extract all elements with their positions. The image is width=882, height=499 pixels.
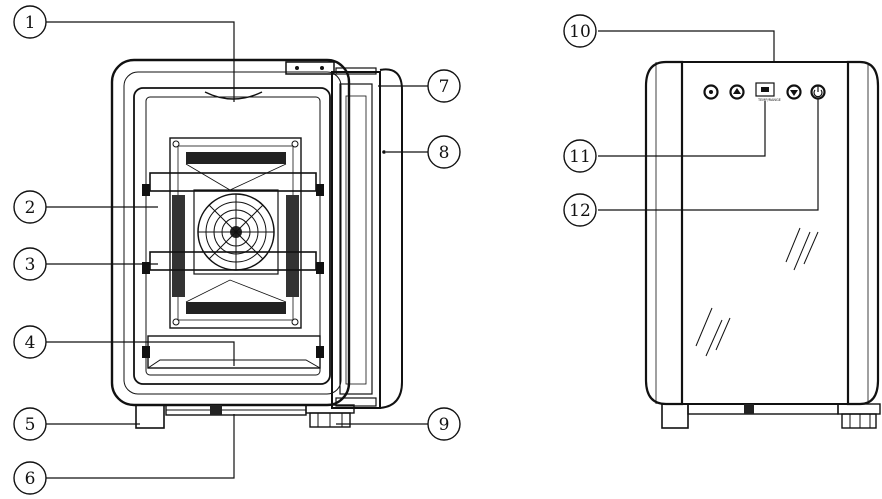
display-caption: TEMP/RANGE	[757, 98, 781, 102]
callout-11: 11	[563, 139, 597, 173]
temp-down-button	[786, 84, 802, 100]
top-hinge	[285, 61, 335, 75]
interior-light	[204, 91, 263, 100]
front-foot-left	[135, 404, 165, 429]
shelf-upper	[149, 172, 317, 192]
callout-label-8: 8	[439, 143, 450, 163]
base-plate-right	[687, 403, 839, 415]
callout-lines	[46, 21, 819, 479]
callout-1: 1	[13, 5, 47, 39]
callout-2: 2	[13, 190, 47, 224]
callout-label-12: 12	[569, 201, 591, 221]
callout-label-9: 9	[439, 415, 450, 435]
callout-6: 6	[13, 461, 47, 495]
callout-label-6: 6	[25, 469, 36, 489]
callout-label-10: 10	[569, 22, 591, 42]
callout-12: 12	[563, 193, 597, 227]
callout-label-7: 7	[439, 77, 450, 97]
callout-5: 5	[13, 407, 47, 441]
fan	[193, 189, 279, 275]
front-view-open-door	[110, 58, 403, 429]
cabinet-interior	[133, 87, 331, 385]
power-button	[810, 84, 826, 100]
temperature-display: TEMP/RANGE	[755, 82, 781, 102]
callout-label-1: 1	[25, 13, 36, 33]
callout-label-3: 3	[25, 255, 36, 275]
temp-up-button	[729, 84, 745, 100]
bottom-tray	[142, 335, 324, 369]
shelf-lower	[149, 251, 317, 271]
callout-4: 4	[13, 325, 47, 359]
light-button	[703, 84, 719, 100]
control-panel: TEMP/RANGE	[703, 82, 826, 102]
open-door	[331, 67, 403, 409]
callout-7: 7	[427, 69, 461, 103]
base-plate	[165, 404, 307, 416]
rear-foot-left	[661, 403, 689, 429]
callout-label-2: 2	[25, 198, 36, 218]
callout-8: 8	[427, 135, 461, 169]
callout-label-11: 11	[569, 147, 591, 167]
callout-label-4: 4	[25, 333, 36, 353]
callout-label-5: 5	[25, 415, 36, 435]
callout-10: 10	[563, 14, 597, 48]
rear-foot-right	[837, 403, 881, 429]
front-view-closed-door: TEMP/RANGE	[644, 60, 881, 429]
callout-9: 9	[427, 407, 461, 441]
callout-3: 3	[13, 247, 47, 281]
